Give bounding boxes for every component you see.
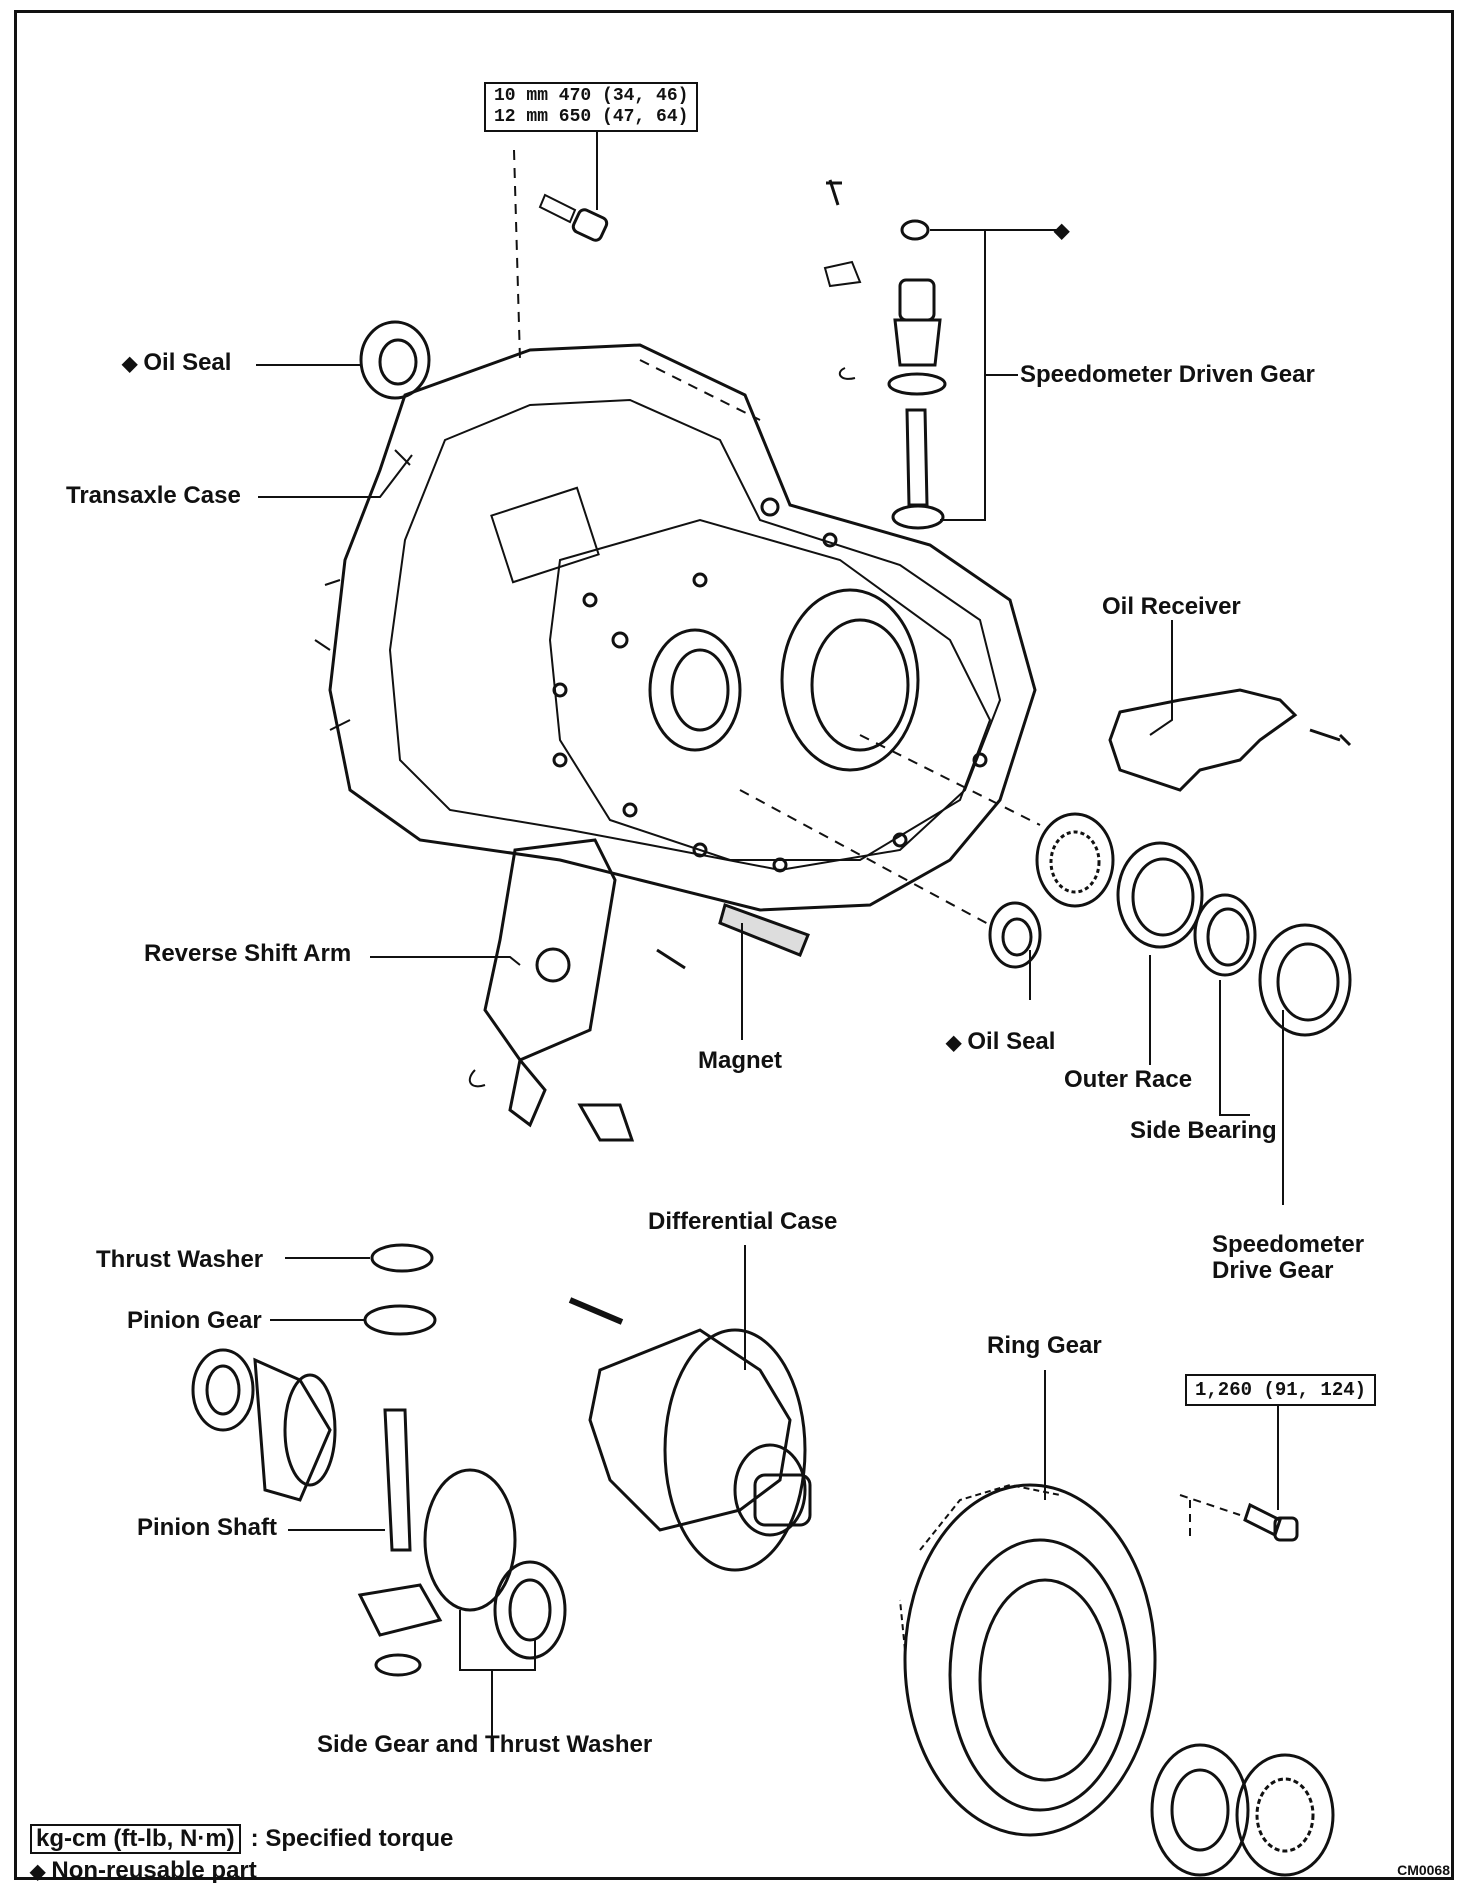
transaxle-case-shape	[314, 343, 1037, 912]
oil-receiver-shape	[1108, 688, 1352, 792]
label-differential-case: Differential Case	[648, 1208, 838, 1235]
label-oil-seal-top-text: Oil Seal	[143, 349, 232, 376]
label-transaxle-case: Transaxle Case	[66, 482, 241, 509]
label-oil-seal-top: ◆Oil Seal	[122, 350, 231, 377]
label-speedometer-driven-gear: Speedometer Driven Gear	[1020, 361, 1315, 388]
torque-spec-ring-gear-value: 1,260 (91, 124)	[1195, 1379, 1367, 1401]
legend-torque-text: : Specified torque	[250, 1825, 454, 1852]
label-magnet: Magnet	[698, 1047, 782, 1074]
legend-nonreusable-text: Non-reusable part	[51, 1857, 257, 1884]
torque-spec-line-12mm: 12 mm 650 (47, 64)	[494, 107, 689, 127]
label-side-bearing: Side Bearing	[1130, 1117, 1277, 1144]
nonreusable-diamond-icon: ◆	[122, 353, 138, 375]
label-thrust-washer: Thrust Washer	[96, 1246, 264, 1273]
figure-code: CM0068	[1397, 1862, 1450, 1878]
legend-nonreusable: ◆Non-reusable part	[30, 1858, 257, 1885]
ring-gear-shape	[899, 1483, 1335, 1877]
nonreusable-diamond-icon: ◆	[30, 1861, 46, 1883]
magnet-shape	[718, 903, 810, 957]
torque-spec-case-bolt: 10 mm 470 (34, 46) 12 mm 650 (47, 64)	[484, 82, 699, 132]
label-oil-receiver: Oil Receiver	[1102, 593, 1241, 620]
label-reverse-shift-arm: Reverse Shift Arm	[144, 940, 352, 967]
label-oil-seal-bottom-text: Oil Seal	[967, 1028, 1056, 1055]
case-bolt-shape	[538, 193, 609, 242]
nonreusable-diamond-icon: ◆	[1054, 220, 1070, 242]
torque-spec-ring-gear: 1,260 (91, 124)	[1185, 1374, 1377, 1406]
bearing-group-shape	[988, 812, 1352, 1037]
differential-case-shape	[568, 1297, 812, 1572]
legend-specified-torque: kg-cm (ft-lb, N·m) : Specified torque	[30, 1824, 453, 1854]
label-oil-seal-bottom: ◆Oil Seal	[946, 1029, 1055, 1056]
diamond-speedometer-driven-gear: ◆	[1054, 217, 1075, 244]
label-speedometer-drive-gear: Speedometer Drive Gear	[1212, 1232, 1364, 1284]
nonreusable-diamond-icon: ◆	[946, 1032, 962, 1054]
figure-frame	[14, 10, 1454, 1880]
label-pinion-gear: Pinion Gear	[127, 1307, 262, 1334]
label-speedometer-drive-gear-line2: Drive Gear	[1212, 1257, 1334, 1284]
label-side-gear-thrust-washer: Side Gear and Thrust Washer	[317, 1731, 653, 1758]
label-speedometer-drive-gear-line1: Speedometer	[1212, 1231, 1365, 1258]
differential-small-parts-shape	[191, 1243, 567, 1677]
speedometer-driven-gear-shape	[823, 179, 947, 530]
legend-torque-box: kg-cm (ft-lb, N·m)	[30, 1824, 241, 1854]
label-ring-gear: Ring Gear	[987, 1332, 1102, 1359]
reverse-shift-arm-shape	[468, 838, 686, 1142]
label-outer-race: Outer Race	[1064, 1066, 1193, 1093]
torque-spec-line-10mm: 10 mm 470 (34, 46)	[494, 86, 689, 106]
oil-seal-top-shape	[359, 320, 431, 400]
label-pinion-shaft: Pinion Shaft	[137, 1514, 277, 1541]
